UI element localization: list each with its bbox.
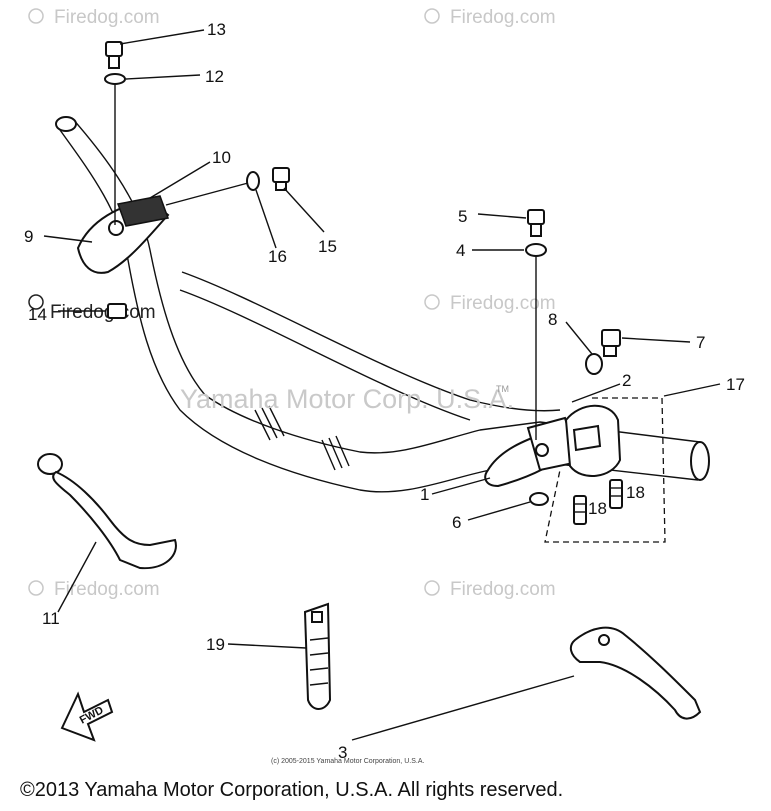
callout-15: 15	[318, 237, 337, 256]
callout-18a: 18	[626, 483, 645, 502]
bolt-13	[105, 41, 123, 69]
callout-7: 7	[696, 333, 705, 352]
callout-17: 17	[726, 375, 745, 394]
watermark-text: Firedog.com	[54, 579, 160, 600]
nut-14	[107, 303, 127, 319]
right-lever-holder	[484, 416, 580, 488]
washer-12	[104, 73, 126, 85]
callout-13: 13	[207, 20, 226, 39]
callout-19: 19	[206, 635, 225, 654]
screw-18a	[609, 479, 623, 509]
watermark-top-left: Firedog.com	[28, 7, 160, 28]
callout-12: 12	[205, 67, 224, 86]
callout-1: 1	[420, 485, 429, 504]
lever-11	[37, 453, 177, 570]
callout-16: 16	[268, 247, 287, 266]
callout-4: 4	[456, 241, 465, 260]
lever-3	[569, 626, 702, 720]
fwd-arrow: FWD	[60, 691, 114, 742]
screw-18b	[573, 495, 587, 525]
watermark-mid-left: Firedog.com	[28, 294, 156, 323]
watermark-text: Firedog.com	[50, 302, 156, 323]
watermark-text: Firedog.com	[450, 7, 556, 28]
watermark-top-right: Firedog.com	[424, 7, 556, 28]
callout-8: 8	[548, 310, 557, 329]
center-watermark: Yamaha Motor Corp. U.S.A.	[180, 384, 514, 414]
copyright-small: (c) 2005-2015 Yamaha Motor Corporation, …	[271, 758, 424, 765]
callout-9: 9	[24, 227, 33, 246]
callout-18b: 18	[588, 499, 607, 518]
cable-tie-19	[303, 602, 332, 710]
callout-10: 10	[212, 148, 231, 167]
callout-2: 2	[622, 371, 631, 390]
watermark-text: Firedog.com	[54, 7, 160, 28]
callout-5: 5	[458, 207, 467, 226]
washer-6	[529, 492, 549, 506]
copyright-bottom: ©2013 Yamaha Motor Corporation, U.S.A. A…	[20, 779, 563, 801]
callout-11: 11	[42, 609, 60, 628]
leader-lines	[43, 29, 721, 741]
switch-housing	[544, 397, 666, 543]
washer-16	[246, 171, 260, 191]
watermark-text: Firedog.com	[450, 293, 556, 314]
watermark-mid-right: Firedog.com	[424, 293, 556, 314]
watermark-lower-left: Firedog.com	[28, 579, 160, 600]
callout-14: 14	[28, 305, 47, 324]
watermark-text: Firedog.com	[450, 579, 556, 600]
bolt-15	[272, 167, 290, 191]
washer-4	[525, 243, 547, 257]
callout-labels: 13 12 10 9 14 16 15 5 4 8 7 2 17 1 6 18 …	[24, 20, 745, 762]
washer-8	[585, 353, 603, 375]
bolt-7	[601, 329, 621, 357]
callout-3: 3	[338, 743, 347, 762]
watermark-lower-right: Firedog.com	[424, 579, 556, 600]
callout-6: 6	[452, 513, 461, 532]
tm-mark: TM	[496, 384, 509, 394]
bolt-5	[527, 209, 545, 237]
left-lever-holder	[76, 195, 170, 274]
